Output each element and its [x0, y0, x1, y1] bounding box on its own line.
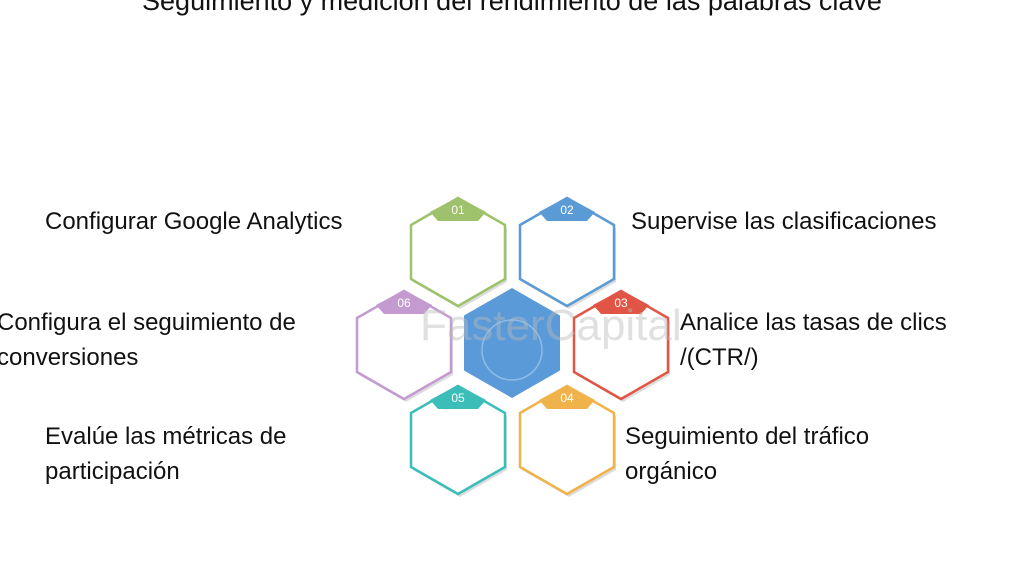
step-number: 01 — [451, 203, 465, 217]
step-badge-02 — [539, 197, 595, 221]
step-badge-03 — [593, 290, 649, 314]
step-hexagon-04 — [518, 384, 616, 496]
step-number: 03 — [614, 296, 628, 310]
step-hexagon-05 — [409, 384, 507, 496]
page-title: Seguimiento y medición del rendimiento d… — [142, 0, 882, 16]
step-badge-05 — [430, 385, 486, 409]
step-hexagon-03 — [572, 289, 670, 401]
step-number: 02 — [560, 203, 574, 217]
step-badge-01 — [430, 197, 486, 221]
step-number: 06 — [397, 296, 411, 310]
step-hexagon-01 — [409, 196, 507, 308]
step-number: 04 — [560, 391, 574, 405]
step-number: 05 — [451, 391, 465, 405]
step-label-01: Configurar Google Analytics — [45, 208, 343, 235]
step-label-02: Supervise las clasificaciones — [631, 208, 937, 235]
step-label-03: Analice las tasas de clics/(CTR/) — [680, 309, 947, 371]
center-hexagon — [464, 288, 560, 398]
step-hexagon-06 — [355, 289, 453, 401]
step-hexagon-02 — [518, 196, 616, 308]
step-badge-06 — [376, 290, 432, 314]
center-circle — [481, 319, 543, 381]
watermark: FasterCapital — [420, 301, 682, 350]
step-badge-04 — [539, 385, 595, 409]
